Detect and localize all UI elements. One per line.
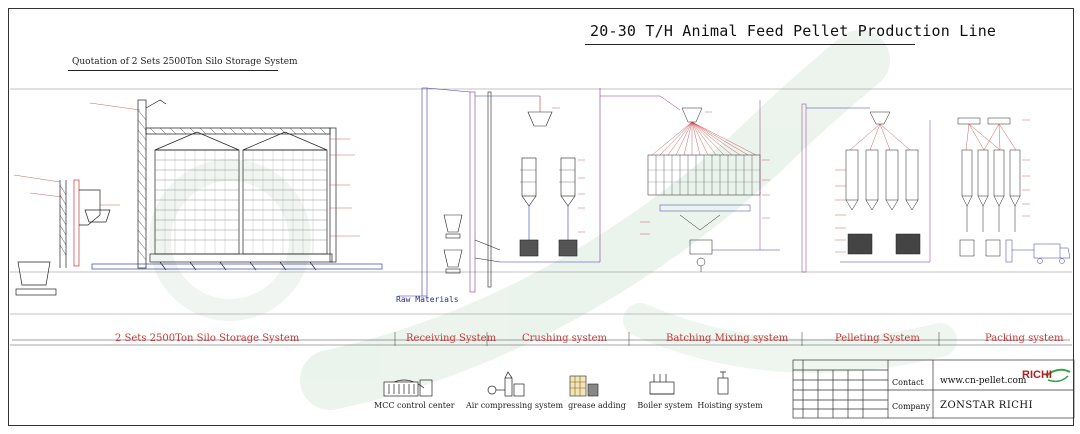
air-compressor-icon (487, 371, 525, 397)
section-label-receiving: Receiving System (406, 333, 497, 344)
batching-callouts (640, 111, 770, 235)
company-label: Company (892, 402, 931, 411)
section-label-packing: Packing system (985, 333, 1064, 344)
aux-label-grease: grease adding (568, 401, 626, 410)
silo-storage-system (15, 99, 383, 296)
ground-lines (10, 88, 1072, 346)
mcc-cabinet-icon (383, 379, 433, 397)
packing-callouts (1022, 119, 1030, 217)
receiving-system (398, 87, 476, 297)
aux-label-mcc: MCC control center (374, 401, 455, 410)
section-label-pelleting: Pelleting System (835, 333, 920, 344)
company-name: ZONSTAR RICHI (940, 400, 1034, 411)
grease-adding-icon (569, 375, 599, 397)
crushing-callouts (552, 107, 585, 233)
richi-logo-text: RICHI (1022, 369, 1052, 381)
title-underline (585, 44, 915, 45)
section-label-silo: 2 Sets 2500Ton Silo Storage System (115, 333, 300, 344)
title-block (792, 359, 1075, 419)
subtitle-underline (68, 70, 278, 71)
boiler-icon (649, 374, 675, 395)
section-label-batching: Batching Mixing system (666, 333, 789, 344)
pelleting-system (801, 103, 931, 273)
silo-callouts (13, 102, 360, 237)
richi-logo-icon (1045, 368, 1071, 383)
crushing-system (474, 88, 601, 288)
pelleting-callouts (835, 169, 846, 253)
batching-mixing-system (600, 95, 780, 272)
section-dividers (394, 332, 940, 346)
aux-label-boiler: Boiler system (637, 401, 693, 410)
website-text: www.cn-pellet.com (940, 376, 1027, 386)
silo-quotation-title: Quotation of 2 Sets 2500Ton Silo Storage… (72, 57, 298, 67)
section-label-crushing: Crushing system (522, 333, 607, 344)
drawing-frame (8, 8, 1074, 426)
contact-label: Contact (892, 378, 924, 387)
packing-system (957, 117, 1071, 264)
aux-label-air: Air compressing system (466, 401, 564, 410)
hoist-icon (717, 371, 729, 395)
page-title: 20-30 T/H Animal Feed Pellet Production … (590, 22, 997, 40)
raw-materials-label: Raw Materials (396, 295, 459, 304)
aux-label-hoist: Hoisting system (697, 401, 763, 410)
